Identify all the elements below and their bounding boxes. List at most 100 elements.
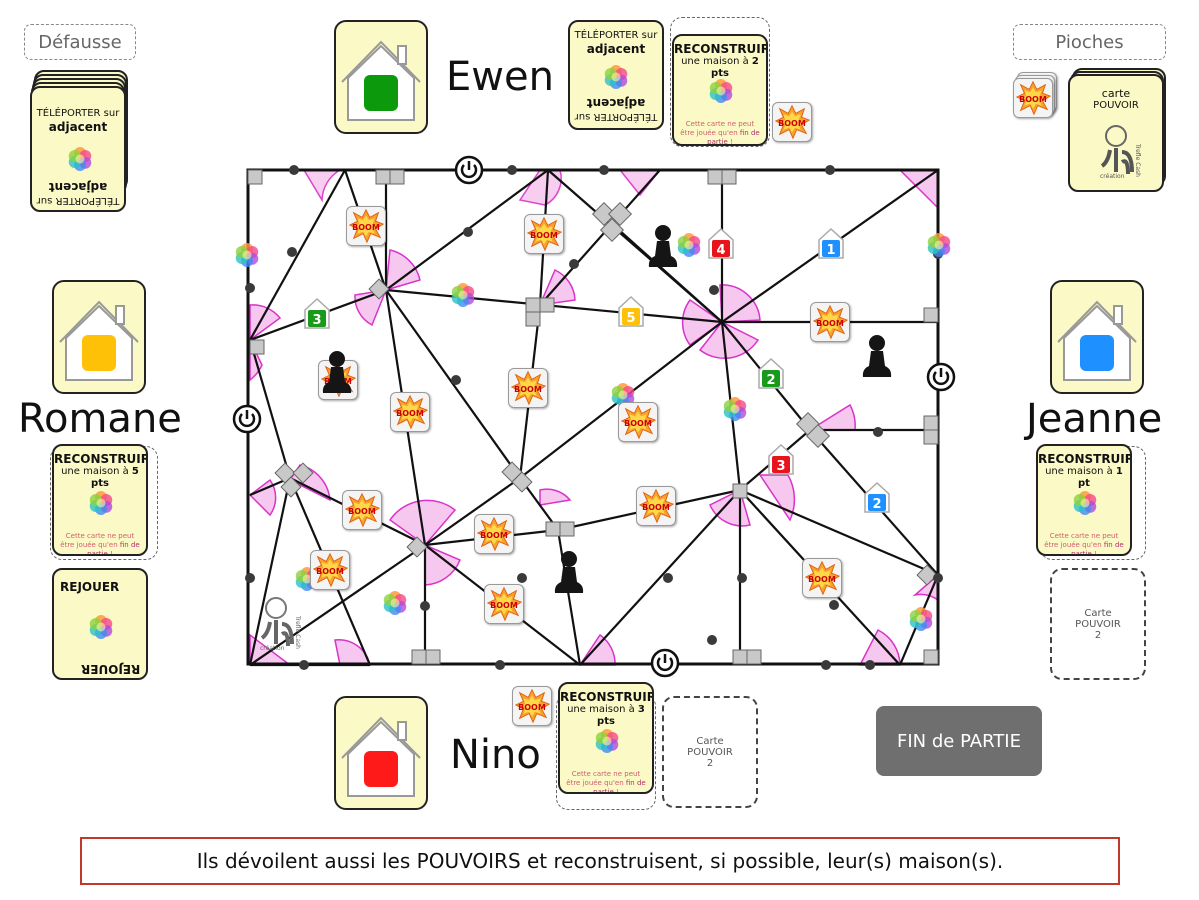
card-rebuild-romane[interactable]: RECONSTRUIRE une maison à 5 pts Cette ca… bbox=[52, 444, 148, 556]
boom-token[interactable]: BOOM bbox=[524, 214, 564, 254]
pawn-icon[interactable] bbox=[648, 224, 678, 268]
card-rebuild-title: RECONSTRUIRE bbox=[674, 42, 768, 56]
boom-token[interactable]: BOOM bbox=[802, 558, 842, 598]
boom-token[interactable]: BOOM bbox=[636, 486, 676, 526]
card-note-after: ! bbox=[730, 138, 733, 146]
boom-icon: BOOM bbox=[347, 207, 385, 245]
card-subtitle: adjacent bbox=[586, 42, 646, 56]
boom-token[interactable]: BOOM bbox=[508, 368, 548, 408]
placeholder-line2: POUVOIR bbox=[687, 746, 733, 758]
card-rebuild-ewen[interactable]: RECONSTRUIRE une maison à 2 pts Cette ca… bbox=[672, 34, 768, 146]
pawn-icon[interactable] bbox=[322, 350, 352, 394]
boom-label: BOOM bbox=[352, 223, 380, 232]
boom-label: BOOM bbox=[316, 567, 344, 576]
small-house-icon: 2 bbox=[758, 357, 784, 389]
boom-icon: BOOM bbox=[343, 491, 381, 529]
house-number: 2 bbox=[872, 497, 881, 512]
board-round-nodes bbox=[245, 165, 943, 670]
boom-token[interactable]: BOOM bbox=[310, 550, 350, 590]
card-rebuild-pts: 3 pts bbox=[597, 704, 645, 727]
boom-token[interactable]: BOOM bbox=[474, 514, 514, 554]
pawn-icon[interactable] bbox=[862, 334, 892, 378]
logo-bottom-text: création bbox=[260, 645, 285, 652]
boom-label: BOOM bbox=[530, 231, 558, 240]
logo-side-text: Trefle Cash bbox=[1134, 143, 1141, 177]
card-rebuild-jeanne[interactable]: RECONSTRUIRE une maison à 1 pt Cette car… bbox=[1036, 444, 1132, 556]
card-note-emph: fin de partie bbox=[593, 779, 646, 794]
end-game-button[interactable]: FIN de PARTIE bbox=[876, 706, 1042, 776]
boom-token[interactable]: BOOM bbox=[342, 490, 382, 530]
power-draw-top[interactable]: carte POUVOIR Trefle Cash création bbox=[1068, 74, 1164, 192]
card-rebuild-line: une maison à bbox=[61, 466, 129, 477]
house-marker-2-green[interactable]: 2 bbox=[756, 356, 786, 394]
jm-logo-icon: Trefle Cash création bbox=[1100, 125, 1141, 180]
boom-icon: BOOM bbox=[485, 585, 523, 623]
card-note-emph: fin de partie bbox=[87, 541, 140, 556]
placeholder-line2: POUVOIR bbox=[1075, 618, 1121, 630]
house-marker-4[interactable]: 4 bbox=[706, 226, 736, 264]
house-card-nino bbox=[334, 696, 428, 810]
player-name-romane: Romane bbox=[18, 396, 182, 442]
card-slot-outline bbox=[670, 17, 770, 147]
house-marker-5[interactable]: 5 bbox=[616, 294, 646, 332]
player-name-ewen: Ewen bbox=[446, 54, 554, 100]
boom-token[interactable]: BOOM bbox=[512, 686, 552, 726]
card-rebuild-nino[interactable]: RECONSTRUIRE une maison à 3 pts Cette ca… bbox=[558, 682, 654, 794]
house-card-romane bbox=[52, 280, 146, 394]
power-icon bbox=[454, 155, 484, 185]
boom-token[interactable]: BOOM bbox=[346, 206, 386, 246]
boom-icon: BOOM bbox=[525, 215, 563, 253]
boom-label: BOOM bbox=[518, 703, 546, 712]
boom-token[interactable]: BOOM bbox=[772, 102, 812, 142]
card-rebuild-title: RECONSTRUIRE bbox=[54, 452, 148, 466]
card-note-after: ! bbox=[616, 788, 619, 794]
small-house-icon: 5 bbox=[618, 295, 644, 327]
boom-label: BOOM bbox=[514, 385, 542, 394]
discard-label: Défausse bbox=[24, 24, 136, 60]
jm-logo-icon: Trefle Cash création bbox=[260, 597, 301, 652]
status-message: Ils dévoilent aussi les POUVOIRS et reco… bbox=[80, 837, 1120, 885]
boom-draw-pile[interactable]: BOOM bbox=[1013, 72, 1057, 128]
boom-label: BOOM bbox=[816, 319, 844, 328]
player-name-jeanne: Jeanne bbox=[1026, 396, 1163, 442]
card-note-after: ! bbox=[110, 550, 113, 556]
card-teleport-sur: sur bbox=[103, 108, 120, 119]
house-number: 3 bbox=[776, 459, 785, 474]
boom-token[interactable]: BOOM bbox=[390, 392, 430, 432]
house-icon bbox=[334, 696, 428, 810]
card-title: TÉLÉPORTER bbox=[574, 30, 639, 41]
boom-token[interactable]: BOOM bbox=[484, 584, 524, 624]
house-icon bbox=[52, 280, 146, 394]
card-note-emph: fin de partie bbox=[707, 129, 760, 146]
power-card-placeholder-jeanne: Carte POUVOIR 2 bbox=[1050, 568, 1146, 680]
house-marker-1[interactable]: 1 bbox=[816, 226, 846, 264]
placeholder-line3: 2 bbox=[706, 757, 714, 769]
power-card-placeholder-nino: Carte POUVOIR 2 bbox=[662, 696, 758, 808]
card-teleport-ewen[interactable]: TÉLÉPORTER sur adjacent TÉLÉPORTER sur a… bbox=[568, 20, 664, 130]
house-marker-2-blue[interactable]: 2 bbox=[862, 480, 892, 518]
house-icon bbox=[334, 20, 428, 134]
power-icon bbox=[650, 648, 680, 678]
boom-icon: BOOM bbox=[475, 515, 513, 553]
house-marker-3-red[interactable]: 3 bbox=[766, 442, 796, 480]
player-name-nino: Nino bbox=[450, 732, 541, 778]
power-icon bbox=[926, 362, 956, 392]
boom-icon: BOOM bbox=[811, 303, 849, 341]
house-card-ewen bbox=[334, 20, 428, 134]
card-rebuild-title: RECONSTRUIRE bbox=[560, 690, 654, 704]
boom-token[interactable]: BOOM bbox=[810, 302, 850, 342]
discard-pile[interactable]: TÉLÉPORTER sur adjacent TÉLÉPORTER sur a… bbox=[30, 70, 130, 215]
boom-label: BOOM bbox=[490, 601, 518, 610]
card-note-emph: fin de partie bbox=[1071, 541, 1124, 556]
card-replay-romane[interactable]: REJOUER REJOUER bbox=[52, 568, 148, 680]
logo-bottom-text: création bbox=[1100, 173, 1125, 180]
pawn-icon[interactable] bbox=[554, 550, 584, 594]
power-draw-pile[interactable]: carte POUVOIR Trefle Cash création bbox=[1068, 68, 1168, 192]
discard-top-card[interactable]: TÉLÉPORTER sur adjacent TÉLÉPORTER sur a… bbox=[30, 86, 126, 212]
card-rebuild-pts: 2 pts bbox=[711, 56, 759, 79]
house-marker-3-green[interactable]: 3 bbox=[302, 296, 332, 334]
card-teleport-subtitle: adjacent bbox=[48, 120, 108, 134]
boom-label: BOOM bbox=[624, 419, 652, 428]
boom-token[interactable]: BOOM bbox=[618, 402, 658, 442]
draw-label: Pioches bbox=[1013, 24, 1166, 60]
